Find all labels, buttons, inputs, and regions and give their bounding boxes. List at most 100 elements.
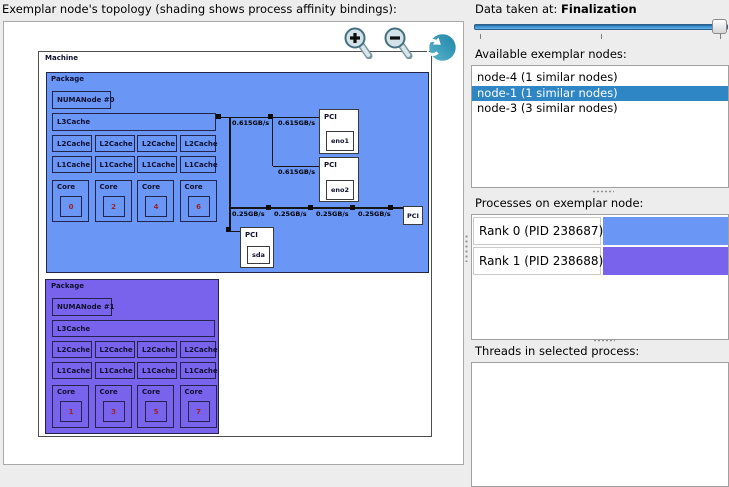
bandwidth-label: 0.25GB/s [274,210,307,218]
l2-cache: L2Cache [94,135,135,152]
core-label: Core [142,388,161,396]
page-title: Exemplar node's topology (shading shows … [2,2,397,16]
link-line [229,117,231,231]
bandwidth-label: 0.25GB/s [358,210,391,218]
pci-box: PCI [403,206,423,225]
zoom-out-icon[interactable] [382,26,414,59]
l3-cache: L3Cache [52,320,215,337]
pu-box: 1 [60,401,82,422]
process-row-label[interactable]: Rank 1 (PID 238688) [473,247,603,275]
package-label: Package [51,75,84,83]
core-box: Core 2 [94,180,132,222]
core-label: Core [184,183,203,191]
l2-cache: L2Cache [94,341,135,358]
time-slider[interactable] [474,24,728,30]
time-slider-handle[interactable] [712,19,727,34]
slider-tick [720,34,721,39]
pci-label: PCI [324,113,337,121]
threads-label: Threads in selected process: [475,344,640,358]
numanode-1: NUMANode #1 [52,298,115,316]
core-box: Core 6 [179,180,217,222]
l2-cache: L2Cache [52,135,92,152]
pu-box: 0 [60,196,82,217]
link-line [229,207,403,209]
core-label: Core [99,183,118,191]
pu-box: 3 [102,401,125,422]
pu-box: 7 [187,401,210,422]
pci-box-sda: PCI sda [240,227,274,268]
link-line [273,165,319,167]
bandwidth-label: 0.615GB/s [278,168,316,176]
pci-label: PCI [407,211,419,220]
process-row-color[interactable] [603,217,728,245]
topology-canvas[interactable]: Machine Package NUMANode #0 L3Cache L2Ca… [3,21,464,465]
pci-box-eno1: PCI eno1 [319,109,359,154]
l2-cache: L2Cache [137,341,177,358]
link-junction [308,204,313,210]
slider-tick [601,34,602,39]
link-junction [226,226,231,232]
threads-list[interactable] [471,362,729,487]
package-1: Package NUMANode #1 L3Cache L2Cache L2Ca… [45,279,219,434]
l2-cache: L2Cache [179,341,218,358]
slider-tick [480,34,481,39]
data-taken-label: Data taken at: Finalization [475,2,637,16]
core-label: Core [57,183,76,191]
l1-cache: L1Cache [179,156,218,173]
core-box: Core 1 [52,385,89,428]
link-line [271,117,273,166]
node-item[interactable]: node-4 (1 similar nodes) [477,70,618,84]
link-junction [350,204,355,210]
device-eno2: eno2 [326,180,354,200]
core-box: Core 3 [94,385,132,428]
core-box: Core 5 [137,385,174,428]
pu-box: 5 [145,401,167,422]
process-table: Rank 0 (PID 238687) Rank 1 (PID 238688) [471,214,729,340]
link-junction [268,114,273,119]
core-label: Core [142,183,161,191]
core-box: Core 0 [52,180,89,222]
pu-box: 4 [145,196,167,217]
pu-box: 6 [187,196,210,217]
data-taken-caption: Data taken at: [475,2,558,16]
zoom-in-icon[interactable] [342,26,374,59]
available-nodes-label: Available exemplar nodes: [475,47,627,61]
link-junction [388,204,393,210]
l2-cache: L2Cache [179,135,218,152]
core-label: Core [99,388,118,396]
nodes-list: node-4 (1 similar nodes) node-1 (1 simil… [471,65,729,188]
device-sda: sda [247,246,270,264]
core-box: Core 4 [137,180,174,222]
numanode-0: NUMANode #0 [52,91,115,109]
node-item[interactable]: node-3 (3 similar nodes) [477,101,618,115]
link-junction [266,204,271,210]
link-line [229,230,241,232]
pci-label: PCI [324,161,337,169]
pci-label: PCI [245,231,258,239]
l2-cache: L2Cache [137,135,177,152]
panel-splitter-handle[interactable] [465,234,468,262]
device-eno1: eno1 [326,131,354,151]
pu-box: 2 [102,196,125,217]
node-item-selected[interactable]: node-1 (1 similar nodes) [472,85,728,101]
processes-label: Processes on exemplar node: [475,196,644,210]
l1-cache: L1Cache [52,156,92,173]
package-label: Package [51,282,84,290]
process-row-color[interactable] [603,247,728,275]
splitter-handle[interactable] [592,190,614,193]
machine-label: Machine [45,54,78,62]
l1-cache: L1Cache [137,362,177,379]
bandwidth-label: 0.615GB/s [278,119,316,127]
core-label: Core [184,388,203,396]
l1-cache: L1Cache [137,156,177,173]
l1-cache: L1Cache [52,362,92,379]
l1-cache: L1Cache [179,362,218,379]
process-row-label[interactable]: Rank 0 (PID 238687) [473,217,603,245]
l1-cache: L1Cache [94,156,135,173]
l3-cache: L3Cache [52,113,216,131]
bandwidth-label: 0.25GB/s [316,210,349,218]
l2-cache: L2Cache [52,341,92,358]
splitter-handle[interactable] [593,339,615,342]
reset-view-icon[interactable] [427,32,458,63]
